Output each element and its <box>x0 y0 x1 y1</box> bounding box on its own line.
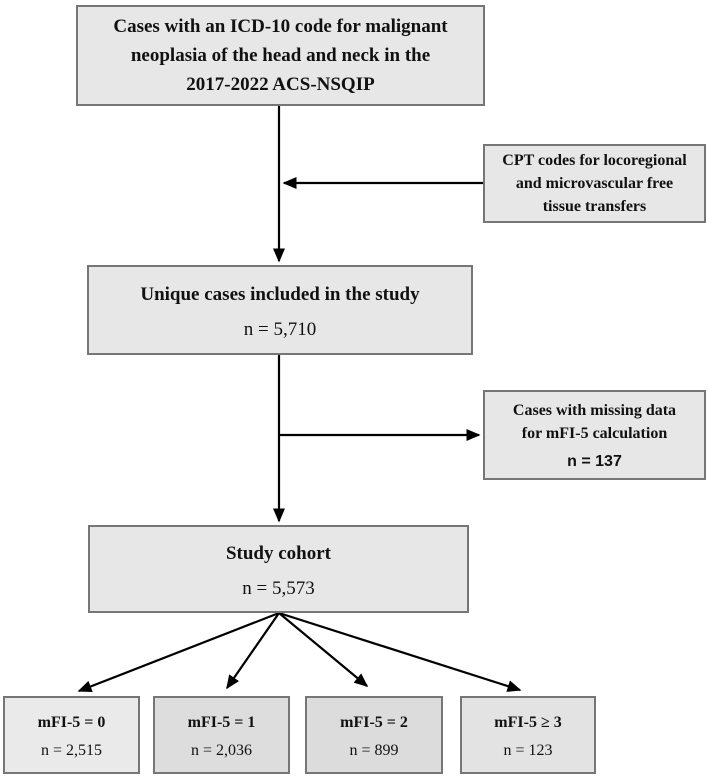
box-missing-n: n = 137 <box>567 453 622 470</box>
box-icd10-line1: Cases with an ICD-10 code for malignant <box>113 16 448 37</box>
box-icd10-line2: neoplasia of the head and neck in the <box>130 45 431 66</box>
box-mfi5-0-label: mFI-5 = 0 <box>37 713 106 731</box>
box-mfi5-3plus-n: n = 123 <box>503 741 553 759</box>
box-mfi5-3plus-label: mFI-5 ≥ 3 <box>494 713 562 731</box>
arrow-cohort-to-mfi0 <box>77 611 280 693</box>
box-mfi5-2-n: n = 899 <box>349 741 399 759</box>
box-cpt-line2: and microvascular free <box>515 175 674 192</box>
box-unique-n: n = 5,710 <box>243 318 317 340</box>
arrow-cohort-to-mfi1 <box>226 612 280 690</box>
box-cpt-line3: tissue transfers <box>542 198 647 215</box>
box-mfi5-3plus: mFI-5 ≥ 3 n = 123 <box>460 696 596 774</box>
box-study-cohort: Study cohort n = 5,573 <box>88 525 469 613</box>
box-missing-line2: for mFI-5 calculation <box>521 425 668 442</box>
box-cpt-line1: CPT codes for locoregional <box>502 152 687 169</box>
box-mfi5-0-n: n = 2,515 <box>40 741 103 759</box>
box-mfi5-1-n: n = 2,036 <box>190 741 253 759</box>
box-missing-data: Cases with missing data for mFI-5 calcul… <box>483 390 706 480</box>
box-mfi5-2: mFI-5 = 2 n = 899 <box>305 696 443 774</box>
box-icd10-cases: Cases with an ICD-10 code for malignant … <box>76 5 485 106</box>
box-mfi5-0: mFI-5 = 0 n = 2,515 <box>3 696 140 774</box>
box-unique-title: Unique cases included in the study <box>140 283 420 305</box>
box-icd10-line3: 2017-2022 ACS-NSQIP <box>186 74 375 95</box>
box-mfi5-1: mFI-5 = 1 n = 2,036 <box>153 696 290 774</box>
box-missing-line1: Cases with missing data <box>512 402 677 419</box>
box-mfi5-1-label: mFI-5 = 1 <box>187 713 256 731</box>
box-unique-cases: Unique cases included in the study n = 5… <box>87 265 473 355</box>
box-cohort-n: n = 5,573 <box>242 577 315 599</box>
arrow-cohort-to-mfi3 <box>278 611 522 692</box>
box-mfi5-2-label: mFI-5 = 2 <box>340 713 408 731</box>
box-cohort-title: Study cohort <box>225 542 332 564</box>
arrow-cohort-to-mfi2 <box>278 612 369 687</box>
box-cpt-codes: CPT codes for locoregional and microvasc… <box>483 144 706 223</box>
